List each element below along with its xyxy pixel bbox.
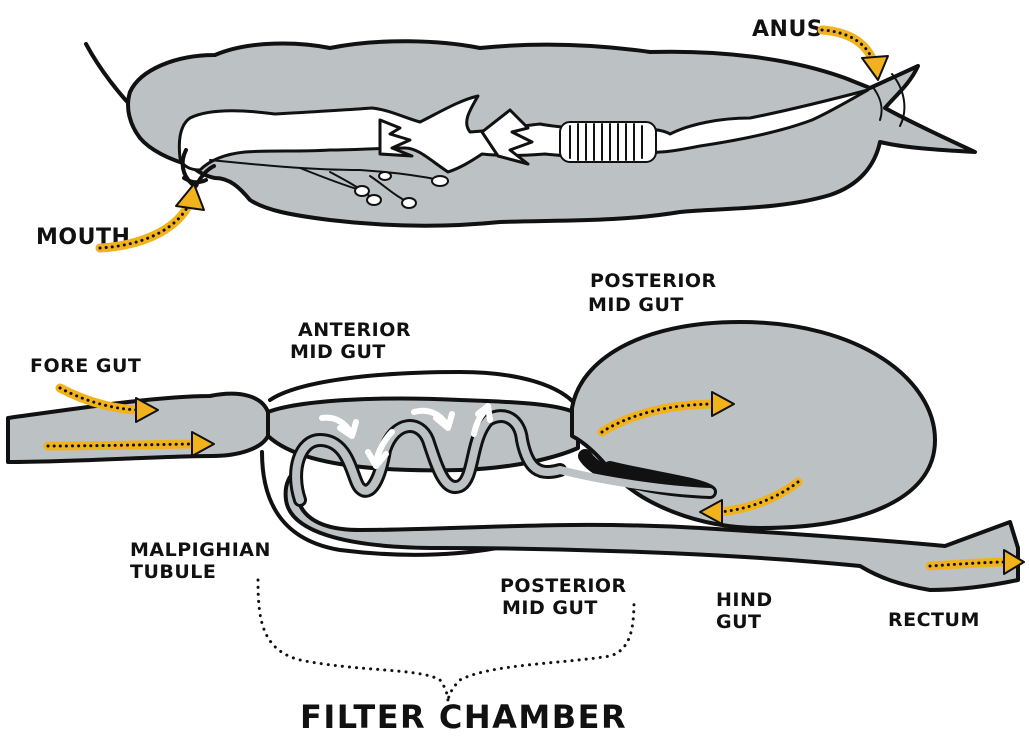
gut-schematic xyxy=(8,322,1024,702)
posterior-mid-gut-bulb xyxy=(572,322,935,528)
tubule-bundle xyxy=(560,122,656,162)
posterior-mid-gut-top-label-line2: MID GUT xyxy=(588,294,684,316)
insect-body-illustration xyxy=(86,41,975,225)
posterior-mid-gut-top-label-line1: POSTERIOR xyxy=(590,270,717,292)
malpighian-tubule-label-line2: TUBULE xyxy=(130,561,216,583)
hind-gut-label-line1: HIND xyxy=(716,589,773,611)
malpighian-tubule-label-line1: MALPIGHIAN xyxy=(130,539,271,561)
hind-gut-label-line2: GUT xyxy=(716,611,761,633)
anus-arrow-head xyxy=(862,56,888,80)
anus-label: ANUS xyxy=(752,17,823,42)
filter-chamber-label: FILTER CHAMBER xyxy=(300,698,627,736)
rectum-label: RECTUM xyxy=(888,609,980,631)
posterior-mid-gut-bottom-label-line1: POSTERIOR xyxy=(500,575,627,597)
mouth-arrow-head xyxy=(176,184,204,210)
anterior-mid-gut-label-line2: MID GUT xyxy=(290,341,386,363)
fore-gut-label: FORE GUT xyxy=(30,355,141,377)
anterior-mid-gut-label-line1: ANTERIOR xyxy=(298,319,411,341)
mouth-callout: MOUTH xyxy=(36,184,204,250)
posterior-mid-gut-bottom-label-line2: MID GUT xyxy=(502,597,598,619)
